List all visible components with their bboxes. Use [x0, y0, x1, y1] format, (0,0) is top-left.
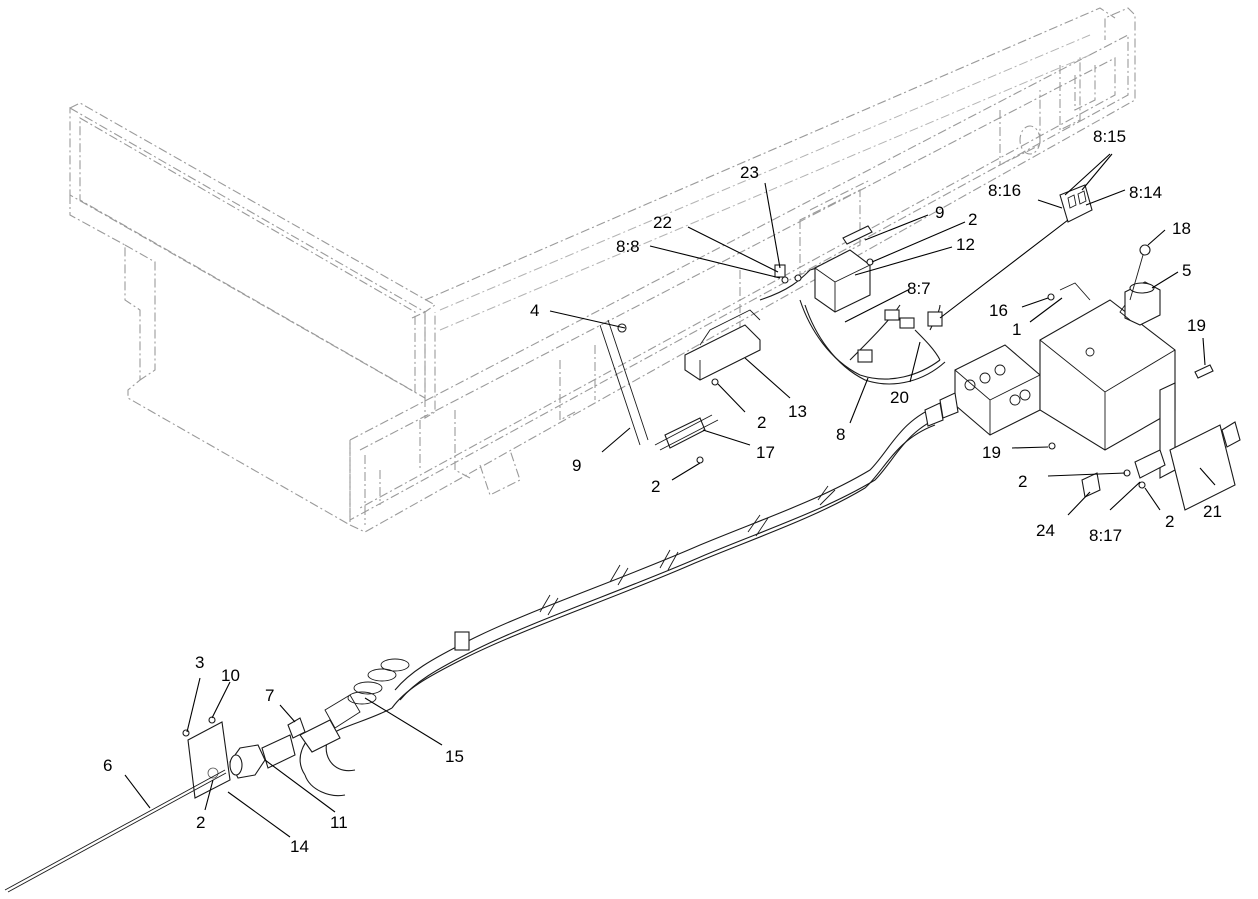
callout-2: 2 — [757, 413, 766, 432]
callout-8: 8 — [836, 425, 845, 444]
coupler-assembly — [4, 694, 361, 893]
callout-4: 4 — [530, 301, 539, 320]
callout-2: 2 — [968, 210, 977, 229]
mounting-bracket — [684, 264, 802, 381]
callout-9: 9 — [572, 456, 581, 475]
callout-8-15: 8:15 — [1093, 127, 1126, 146]
reservoir — [1119, 281, 1161, 326]
callout-1: 1 — [1012, 320, 1021, 339]
callout-12: 12 — [956, 235, 975, 254]
callout-7: 7 — [265, 686, 274, 705]
callout-22: 22 — [653, 213, 672, 232]
leader-lines — [124, 153, 1216, 838]
callout-8-14: 8:14 — [1129, 183, 1162, 202]
callout-14: 14 — [290, 837, 309, 856]
callout-8-16: 8:16 — [988, 181, 1021, 200]
callout-17: 17 — [756, 443, 775, 462]
callout-11: 11 — [330, 813, 348, 832]
callout-2: 2 — [196, 813, 205, 832]
callout-8-17: 8:17 — [1089, 526, 1122, 545]
callout-2: 2 — [1018, 472, 1027, 491]
callout-2: 2 — [651, 477, 660, 496]
dipstick — [1129, 244, 1151, 301]
wiring-harness — [759, 184, 1093, 385]
callout-6: 6 — [103, 756, 112, 775]
callout-23: 23 — [740, 163, 759, 182]
tank-cover — [1039, 282, 1241, 511]
callout-8-7: 8:7 — [907, 279, 931, 298]
callout-9: 9 — [935, 203, 944, 222]
cable-bracket — [599, 225, 873, 451]
callout-19: 19 — [1187, 316, 1206, 335]
callout-13: 13 — [788, 402, 807, 421]
callout-15: 15 — [445, 747, 464, 766]
callout-labels: 23 22 8:8 4 9 2 12 8:7 8:15 8:16 8:14 18… — [103, 127, 1222, 856]
callout-24: 24 — [1036, 521, 1055, 540]
callout-21: 21 — [1203, 502, 1222, 521]
callout-20: 20 — [890, 388, 909, 407]
callout-3: 3 — [195, 653, 204, 672]
control-valve-assembly — [924, 344, 1041, 436]
hydraulic-hose-bundle — [299, 404, 946, 797]
callout-16: 16 — [989, 301, 1008, 320]
callout-2: 2 — [1165, 512, 1174, 531]
vehicle-frame-outline — [69, 7, 1136, 533]
callout-19: 19 — [982, 443, 1001, 462]
callout-18: 18 — [1172, 219, 1191, 238]
callout-5: 5 — [1182, 261, 1191, 280]
callout-10: 10 — [221, 666, 240, 685]
callout-8-8: 8:8 — [616, 237, 640, 256]
